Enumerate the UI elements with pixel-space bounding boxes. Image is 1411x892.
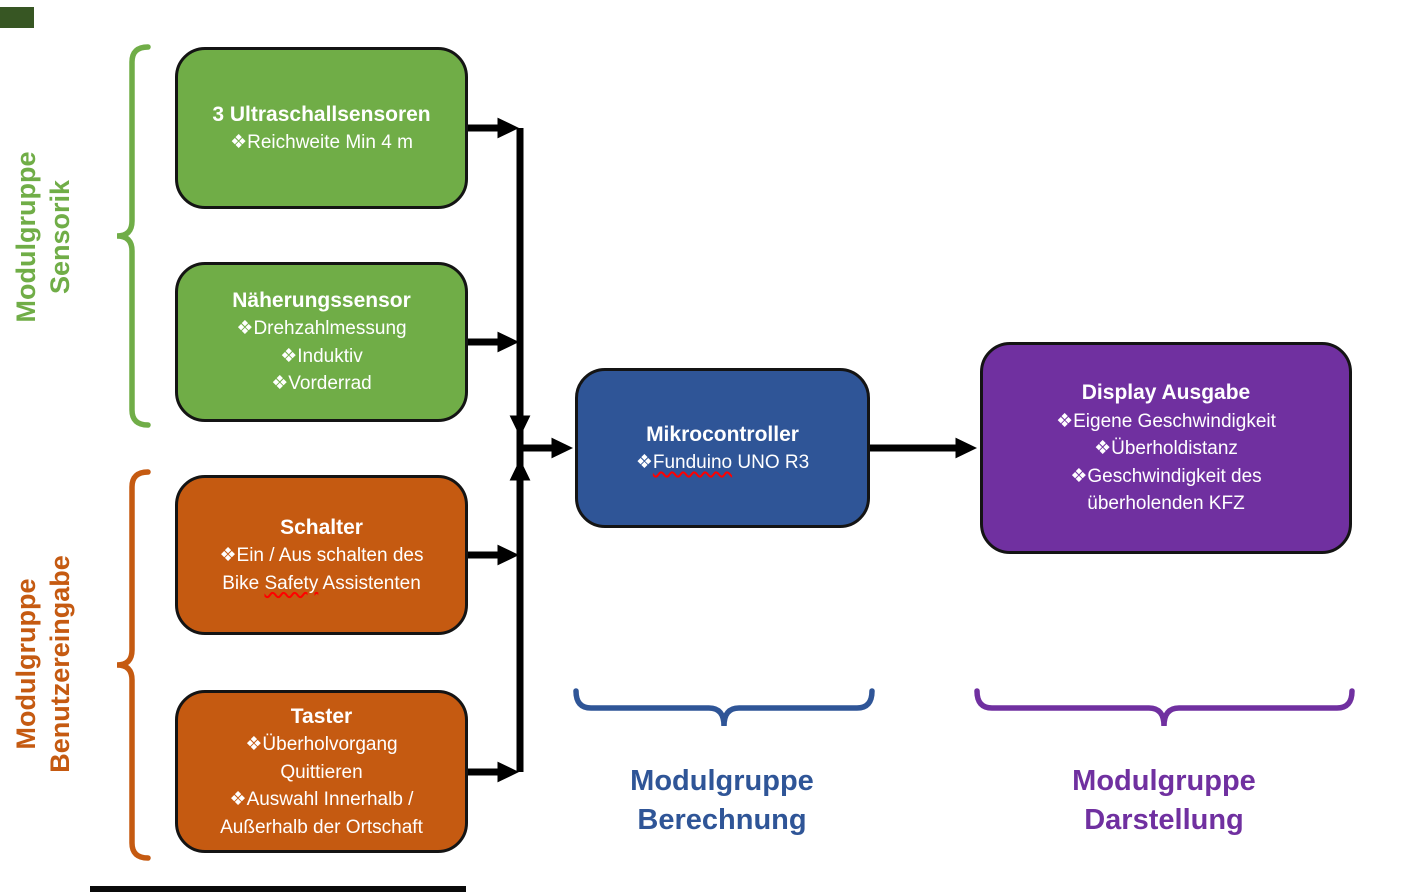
- box-line: ❖Ein / Aus schalten des: [219, 545, 424, 567]
- box-line: ❖Drehzahlmessung: [236, 318, 407, 340]
- box-line: ❖Eigene Geschwindigkeit: [1056, 410, 1276, 432]
- box-line: ❖Induktiv: [280, 345, 363, 367]
- box-line: ❖Vorderrad: [271, 373, 372, 395]
- box-line: ❖Funduino UNO R3: [636, 449, 809, 477]
- misspelled-word: Safety: [264, 572, 319, 594]
- group-label-benutzereingabe: Modulgruppe Benutzereingabe: [11, 555, 75, 773]
- box-naeherungssensor: Näherungssensor ❖Drehzahlmessung ❖Indukt…: [175, 262, 468, 422]
- box-title: Näherungssensor: [232, 288, 411, 312]
- box-ultraschallsensoren: 3 Ultraschallsensoren ❖Reichweite Min 4 …: [175, 47, 468, 209]
- box-line: Quittieren: [280, 761, 363, 783]
- bottom-edge-decoration: [90, 886, 466, 892]
- group-label-darstellung: Modulgruppe Darstellung: [1072, 765, 1256, 837]
- group-label-berechnung: Modulgruppe Berechnung: [630, 765, 814, 837]
- darstellung-brace: [974, 688, 1355, 727]
- berechnung-brace: [573, 688, 875, 727]
- text-segment: UNO R3: [732, 451, 810, 473]
- box-display-ausgabe: Display Ausgabe ❖Eigene Geschwindigkeit …: [980, 342, 1352, 554]
- box-line: ❖Überholvorgang: [245, 734, 398, 756]
- box-title: Display Ausgabe: [1081, 381, 1251, 405]
- box-line: überholenden KFZ: [1087, 493, 1245, 515]
- box-line: ❖Auswahl Innerhalb /: [229, 789, 414, 811]
- box-taster: Taster ❖Überholvorgang Quittieren ❖Auswa…: [175, 690, 468, 853]
- box-line: Bike Safety Assistenten: [222, 570, 421, 598]
- box-line: Außerhalb der Ortschaft: [220, 816, 423, 838]
- misspelled-word: Funduino: [652, 451, 733, 473]
- box-title: Taster: [290, 704, 353, 728]
- corner-decoration: [0, 7, 34, 28]
- text-segment: Bike: [222, 572, 265, 594]
- box-line: ❖Geschwindigkeit des: [1070, 465, 1262, 487]
- bullet-glyph: ❖: [635, 451, 653, 473]
- box-line: ❖Reichweite Min 4 m: [230, 131, 413, 153]
- box-title: Schalter: [280, 515, 363, 539]
- sensorik-brace: [116, 44, 151, 428]
- box-mikrocontroller: Mikrocontroller ❖Funduino UNO R3: [575, 368, 870, 528]
- box-line: ❖Überholdistanz: [1094, 438, 1238, 460]
- box-schalter: Schalter ❖Ein / Aus schalten des Bike Sa…: [175, 475, 468, 635]
- box-title: Mikrocontroller: [646, 422, 799, 446]
- group-label-sensorik: Modulgruppe Sensorik: [11, 151, 75, 323]
- text-segment: Assistenten: [318, 572, 421, 594]
- box-title: 3 Ultraschallsensoren: [212, 102, 431, 126]
- benutzereingabe-brace: [116, 469, 151, 861]
